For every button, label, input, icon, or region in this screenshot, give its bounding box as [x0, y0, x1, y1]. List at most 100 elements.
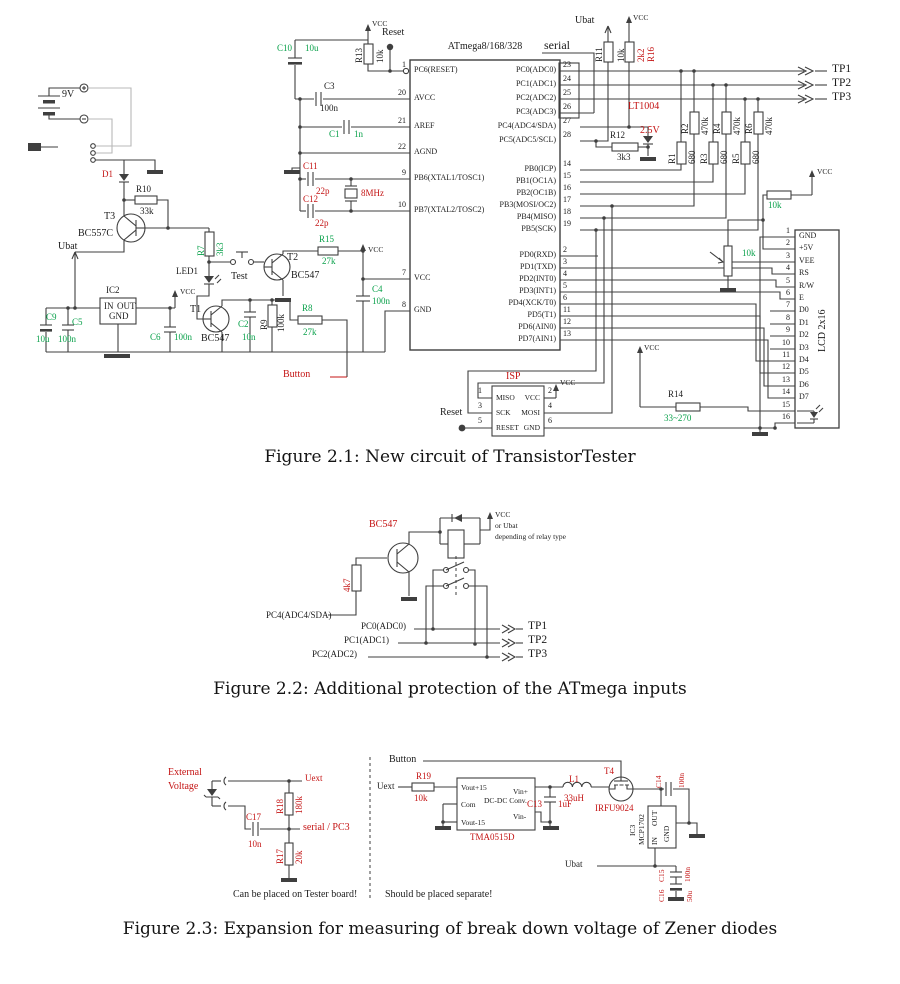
- mcu-pin: PB0(ICP): [524, 164, 556, 173]
- dcdc-name: DC-DC Conv.: [484, 796, 527, 805]
- mcu-pin: PC6(RESET): [414, 65, 458, 74]
- mcu-pin-number: 19: [563, 219, 571, 228]
- r8-label: R8: [302, 303, 313, 313]
- isp-box: [491, 385, 545, 437]
- fig1-schematic: [28, 16, 840, 437]
- c4-label: C4: [372, 284, 383, 294]
- lt1004-voltage: 2.5V: [640, 125, 660, 136]
- mcu-pin-number: 4: [563, 269, 567, 278]
- r13-value: 10k: [375, 49, 385, 64]
- mcu-pin-number: 8: [402, 300, 406, 309]
- r12-value: 3k3: [617, 152, 631, 162]
- isp-pin-number: 3: [478, 401, 482, 410]
- isp-pin-number: 6: [548, 416, 552, 425]
- fig3-voltage-label: Voltage: [168, 781, 199, 792]
- c5-label: C5: [72, 317, 83, 327]
- t1-type: BC547: [201, 333, 230, 344]
- fig3-button-label: Button: [389, 754, 417, 765]
- lcd-pin-number: 2: [786, 238, 790, 247]
- crystal-8mhz: [344, 177, 358, 213]
- r6-value: 470k: [764, 117, 774, 135]
- lcd-pin-number: 14: [782, 387, 790, 396]
- c13-value: 1uF: [558, 799, 573, 809]
- lcd-pin-number: 12: [782, 362, 790, 371]
- ic2-gnd: GND: [109, 311, 129, 321]
- fig3-uext2-label: Uext: [377, 781, 395, 791]
- tp1-label: TP1: [832, 63, 852, 75]
- isp-pin-number: 5: [478, 416, 482, 425]
- fig2-caption: Figure 2.2: Additional protection of the…: [213, 679, 687, 699]
- fig2-vcc-label: VCC: [495, 510, 511, 519]
- mcu-pin-number: 28: [563, 130, 571, 139]
- fig3-uext-label: Uext: [305, 773, 323, 783]
- c10-label: C10: [277, 43, 293, 53]
- fig2-tp3-label: TP3: [528, 648, 548, 660]
- lcd-pin-number: 10: [782, 338, 790, 347]
- serial-label: serial: [544, 38, 570, 52]
- r2-value: 470k: [700, 117, 710, 135]
- mcu-pin-number: 1: [402, 60, 406, 69]
- r5-value: 680: [751, 150, 761, 165]
- fig3-external-label: External: [168, 767, 202, 778]
- r1-label: R1: [667, 153, 677, 164]
- c9-value: 10u: [36, 334, 50, 344]
- r4-label: R4: [712, 123, 722, 134]
- reset-isp-label: Reset: [440, 407, 463, 418]
- mcu-pin-number: 3: [563, 257, 567, 266]
- r1-value: 680: [687, 150, 697, 165]
- l1-label: L1: [569, 774, 579, 784]
- c16-label: C16: [657, 889, 666, 902]
- led1-label: LED1: [176, 266, 198, 276]
- c16-value: 50u: [685, 890, 694, 902]
- mcu-pin-number: 13: [563, 329, 571, 338]
- isp-pin: MOSI: [521, 408, 540, 417]
- fig2-4k7-label: 4k7: [342, 578, 352, 593]
- r16-label: R16: [646, 46, 656, 62]
- mcu-pin: PD7(AIN1): [518, 334, 556, 343]
- r11-value: 10k: [616, 48, 626, 63]
- mcu-pin: PB5(SCK): [521, 224, 556, 233]
- relay-contacts: [424, 556, 489, 659]
- ic3-out: OUT: [650, 810, 659, 826]
- lcd-pin-number: 11: [782, 350, 790, 359]
- contrast-pot: [709, 245, 795, 292]
- c14-value: 100n: [677, 773, 686, 788]
- t2-type: BC547: [291, 270, 320, 281]
- mcu-pin-number: 5: [563, 281, 567, 290]
- r7-label: R7: [196, 245, 206, 256]
- lcd-pin: R/W: [799, 281, 815, 290]
- isp-pin: SCK: [496, 408, 511, 417]
- mcu-title: ATmega8/168/328: [447, 41, 523, 52]
- c11-label: C11: [303, 161, 318, 171]
- mcu-pin-number: 12: [563, 317, 571, 326]
- lcd-pin: D5: [799, 367, 809, 376]
- ic2-in: IN: [104, 301, 114, 311]
- mcu-pin-number: 14: [563, 159, 571, 168]
- r17-label: R17: [275, 848, 285, 864]
- c1-value: 1n: [354, 129, 363, 139]
- r14-label: R14: [668, 389, 684, 399]
- mcu-pin-number: 6: [563, 293, 567, 302]
- r17-value: 20k: [294, 850, 304, 865]
- relay-coil: [438, 514, 481, 559]
- vcc-ic2: VCC: [180, 287, 196, 296]
- c17-label: C17: [246, 812, 262, 822]
- r2-label: R2: [680, 123, 690, 134]
- t1-label: T1: [190, 304, 202, 315]
- isp-pin: MISO: [496, 393, 515, 402]
- vcc-lcd: VCC: [817, 167, 833, 176]
- c15-label: C15: [657, 869, 666, 882]
- c10-value: 10u: [305, 43, 319, 53]
- test-label: Test: [231, 271, 248, 282]
- r8-value: 27k: [303, 327, 317, 337]
- c15-value: 100n: [683, 867, 692, 882]
- mcu-pin: PD1(TXD): [520, 262, 556, 271]
- r6-label: R6: [744, 123, 754, 134]
- r5-label: R5: [731, 153, 741, 164]
- mcu-pin: PC5(ADC5/SCL): [499, 135, 556, 144]
- c3-label: C3: [324, 81, 335, 91]
- mcu-pin-number: 25: [563, 88, 571, 97]
- reset-top-label: Reset: [382, 27, 405, 38]
- dcdc-vout-m: Vout-15: [461, 818, 486, 827]
- fig2-schematic: [328, 512, 523, 662]
